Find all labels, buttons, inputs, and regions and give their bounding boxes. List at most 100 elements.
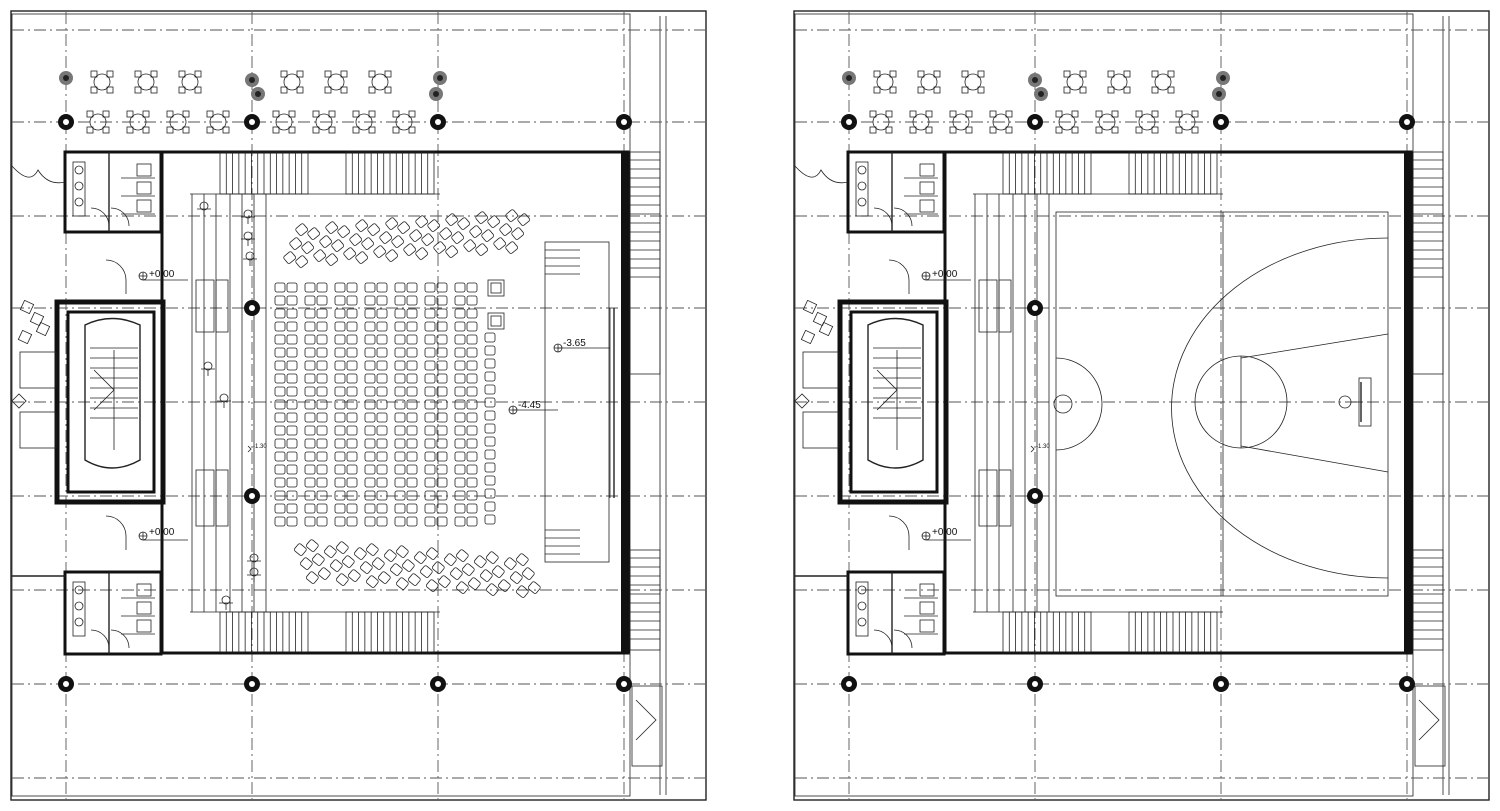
seat [484, 488, 496, 499]
seat [454, 386, 466, 397]
seat [505, 241, 518, 254]
seat [424, 295, 436, 306]
seat [406, 373, 418, 384]
seat [424, 425, 436, 436]
seat [391, 235, 404, 248]
seat [343, 247, 356, 260]
seat [484, 345, 496, 356]
seat [366, 575, 379, 588]
seat [436, 399, 448, 410]
seat [316, 464, 328, 475]
seat [394, 451, 406, 462]
seat [492, 565, 505, 578]
seat [316, 490, 328, 501]
seat [286, 399, 298, 410]
seat [424, 347, 436, 358]
seat [334, 373, 346, 384]
seat [346, 399, 358, 410]
seat [454, 373, 466, 384]
seat [510, 571, 523, 584]
seat [406, 282, 418, 293]
seat [432, 561, 445, 574]
seat [466, 477, 478, 488]
seat [466, 360, 478, 371]
seat [346, 295, 358, 306]
level-label-entry-lower: +0.00 [932, 527, 958, 538]
level-label-step: -1.30 [1036, 444, 1050, 450]
seat [436, 334, 448, 345]
seat [466, 321, 478, 332]
seat [394, 438, 406, 449]
seat [334, 477, 346, 488]
seat [379, 231, 392, 244]
seat [466, 334, 478, 345]
seat [376, 334, 388, 345]
seat [406, 295, 418, 306]
seat [394, 347, 406, 358]
plan-drawing: +0.00 +0.00 -1.30 [793, 10, 1490, 801]
seat [334, 334, 346, 345]
seat [424, 464, 436, 475]
seat [456, 549, 469, 562]
seat [364, 373, 376, 384]
seat [415, 215, 428, 228]
seat [406, 490, 418, 501]
seat [406, 516, 418, 527]
seat [349, 233, 362, 246]
seat [373, 245, 386, 258]
seat [274, 412, 286, 423]
seat [274, 321, 286, 332]
seat [304, 334, 316, 345]
seat [463, 239, 476, 252]
seat [274, 334, 286, 345]
seat [304, 438, 316, 449]
seat [334, 386, 346, 397]
seat [394, 490, 406, 501]
seat [346, 516, 358, 527]
seat [436, 438, 448, 449]
seat [439, 227, 452, 240]
seat [334, 308, 346, 319]
seat [286, 503, 298, 514]
seat [376, 490, 388, 501]
seat [334, 321, 346, 332]
seat [346, 425, 358, 436]
seat [304, 347, 316, 358]
seat [454, 464, 466, 475]
seat [394, 464, 406, 475]
seat [366, 543, 379, 556]
seat [283, 251, 296, 264]
seat [304, 386, 316, 397]
floor-plan-auditorium: -3.65 -4.45 +0.00 +0.00 -1.30 [10, 10, 707, 801]
seat [334, 464, 346, 475]
seat [346, 464, 358, 475]
seat [304, 503, 316, 514]
seat [367, 223, 380, 236]
seat [436, 516, 448, 527]
seat [312, 553, 325, 566]
seat [330, 559, 343, 572]
stage-block [487, 241, 615, 563]
seat [286, 295, 298, 306]
seat [409, 229, 422, 242]
seat [397, 221, 410, 234]
seat [436, 347, 448, 358]
seat [346, 373, 358, 384]
seat [454, 282, 466, 293]
seat [274, 360, 286, 371]
seat [406, 360, 418, 371]
seat [394, 334, 406, 345]
seat [295, 255, 308, 268]
seat [376, 360, 388, 371]
seat [306, 539, 319, 552]
seat [394, 386, 406, 397]
seat [484, 449, 496, 460]
seat [466, 347, 478, 358]
seat [289, 237, 302, 250]
seat [346, 334, 358, 345]
seat [274, 477, 286, 488]
seat [487, 215, 500, 228]
seat [316, 503, 328, 514]
level-label-entry-lower: +0.00 [149, 527, 175, 538]
seat [364, 464, 376, 475]
